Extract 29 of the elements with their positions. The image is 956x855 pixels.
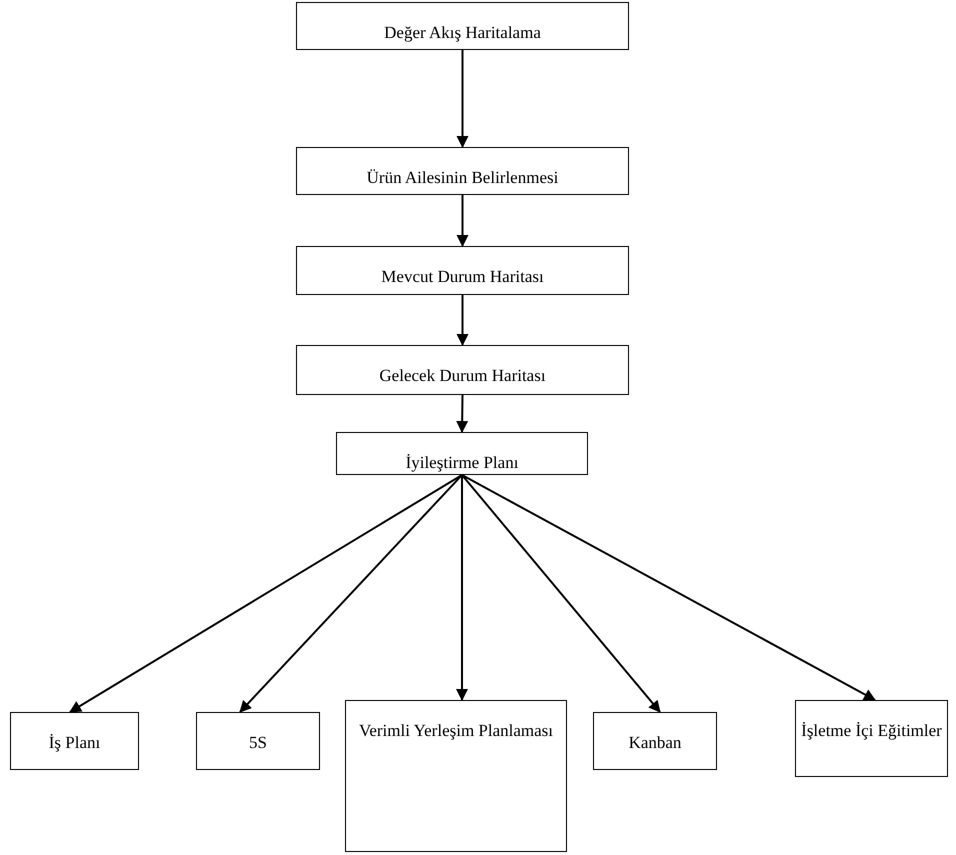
arrow — [456, 295, 468, 346]
box-label: Gelecek Durum Haritası — [379, 365, 546, 387]
box-label: Değer Akış Haritalama — [384, 22, 541, 44]
box-label: İyileştirme Planı — [406, 452, 518, 474]
arrow — [456, 475, 468, 701]
process-box — [296, 2, 629, 50]
box-label: Ürün Ailesinin Belirlenmesi — [366, 167, 558, 189]
arrow — [461, 474, 661, 713]
arrow — [456, 50, 468, 148]
process-box — [336, 432, 588, 475]
process-box — [795, 700, 948, 777]
process-box — [593, 712, 717, 770]
box-label: Verimli Yerleşim Planlaması — [358, 720, 554, 742]
arrow — [239, 474, 463, 713]
box-label: Kanban — [628, 732, 682, 754]
arrow — [456, 394, 468, 433]
process-box — [296, 147, 629, 195]
box-label: Mevcut Durum Haritası — [381, 266, 544, 288]
box-label: 5S — [249, 732, 267, 754]
arrow — [69, 474, 463, 713]
process-box — [196, 712, 320, 770]
arrow — [462, 474, 876, 701]
process-box — [345, 700, 567, 852]
process-box — [296, 345, 629, 395]
process-box — [296, 246, 629, 295]
box-label: İş Planı — [48, 732, 100, 754]
arrow — [456, 195, 468, 247]
process-box — [10, 712, 139, 770]
box-label: İşletme İçi Eğitimler — [801, 720, 942, 742]
